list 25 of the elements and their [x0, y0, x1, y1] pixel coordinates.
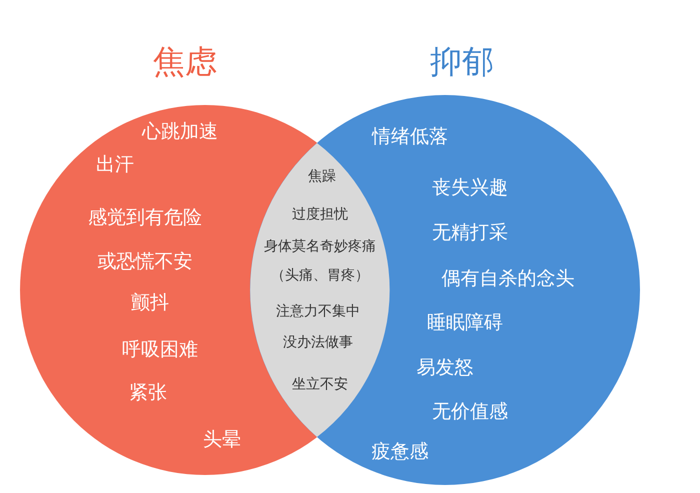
set-heading: 抑郁: [430, 44, 494, 80]
symptom-label: 注意力不集中: [276, 304, 360, 320]
symptom-label: 头晕: [203, 430, 241, 450]
symptom-label: （头痛、胃疼）: [271, 268, 369, 284]
symptom-label: 睡眠障碍: [427, 312, 503, 334]
set-heading: 焦虑: [153, 44, 217, 80]
symptom-label: 感觉到有危险: [88, 208, 202, 228]
symptom-label: 心跳加速: [142, 122, 218, 142]
symptom-label: 坐立不安: [292, 377, 348, 393]
symptom-label: 疲惫感: [372, 442, 428, 462]
symptom-label: 紧张: [129, 382, 167, 404]
symptom-label: 或恐慌不安: [98, 252, 192, 272]
symptom-label: 偶有自杀的念头: [442, 268, 574, 290]
symptom-label: 焦躁: [308, 169, 336, 185]
symptom-label: 无价值感: [432, 402, 508, 422]
symptom-label: 没办法做事: [283, 335, 353, 351]
symptom-label: 丧失兴趣: [432, 178, 508, 198]
symptom-label: 易发怒: [416, 358, 474, 378]
symptom-label: 呼吸困难: [122, 340, 198, 360]
symptom-label: 出汗: [96, 154, 134, 176]
symptom-label: 颤抖: [131, 292, 169, 314]
symptom-label: 过度担忧: [292, 207, 348, 223]
symptom-label: 身体莫名奇妙疼痛: [264, 239, 376, 255]
symptom-label: 情绪低落: [372, 126, 448, 148]
symptom-label: 无精打采: [432, 222, 508, 244]
